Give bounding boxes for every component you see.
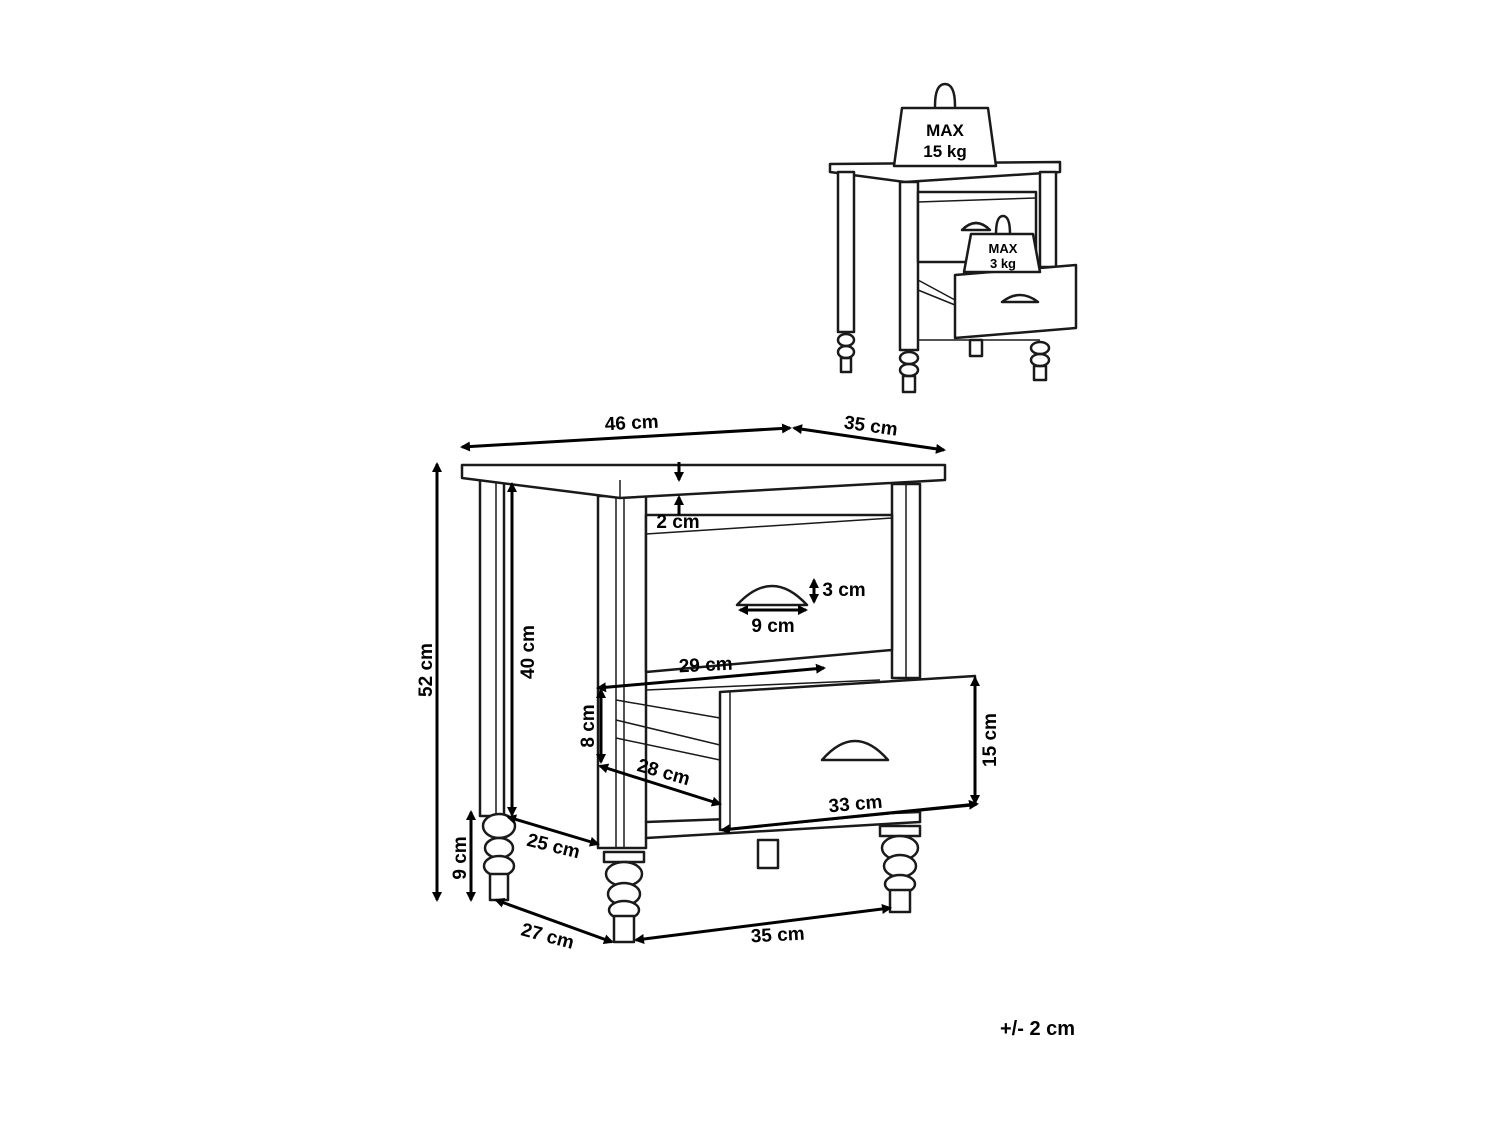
dim-line-leg-front-span — [634, 904, 892, 944]
dim-line-drawer-inner-width — [596, 663, 826, 693]
label-top-thickness: 2 cm — [656, 512, 699, 533]
dim-line-leg-side-inner — [506, 814, 600, 847]
label-drawer-inner-height: 8 cm — [578, 704, 599, 747]
preview-nightstand: MAX 15 kg MAX 3 kg — [828, 82, 1078, 394]
label-leg-front-span: 35 cm — [750, 924, 805, 948]
weight-top-line2: 15 kg — [923, 142, 966, 161]
dimension-lines — [432, 423, 980, 944]
dim-line-top-depth — [792, 424, 946, 454]
leg-back-left — [481, 812, 517, 902]
dim-line-drawer-front-width — [720, 799, 979, 835]
dim-line-leg-side-outer — [494, 898, 614, 944]
dim-line-drawer-inner-depth — [598, 763, 722, 807]
label-drawer-front-width: 33 cm — [828, 792, 884, 818]
label-drawer-front-height: 15 cm — [980, 713, 1001, 767]
main-nightstand — [460, 463, 977, 944]
dimension-labels: 46 cm 35 cm 52 cm 40 cm 2 cm 3 cm 9 cm 2… — [416, 412, 1001, 954]
weight-drawer-line1: MAX — [989, 241, 1018, 256]
leg-front-left — [602, 850, 646, 944]
label-handle-width: 9 cm — [751, 616, 794, 637]
label-total-height: 52 cm — [416, 643, 437, 697]
label-leg-side-inner: 25 cm — [525, 830, 582, 863]
weight-15kg-icon: MAX 15 kg — [892, 82, 998, 168]
label-handle-height: 3 cm — [822, 580, 865, 601]
weight-top-line1: MAX — [926, 121, 964, 140]
label-drawer-inner-width: 29 cm — [678, 654, 733, 678]
label-leg-height: 9 cm — [450, 836, 471, 879]
dim-line-top-width — [460, 423, 792, 452]
leg-front-right — [878, 824, 922, 914]
weight-drawer-line2: 3 kg — [990, 256, 1016, 271]
weight-3kg-icon: MAX 3 kg — [962, 214, 1042, 274]
label-top-width: 46 cm — [604, 412, 659, 436]
tolerance-note: +/- 2 cm — [1000, 1018, 1076, 1040]
label-body-height: 40 cm — [518, 625, 539, 679]
